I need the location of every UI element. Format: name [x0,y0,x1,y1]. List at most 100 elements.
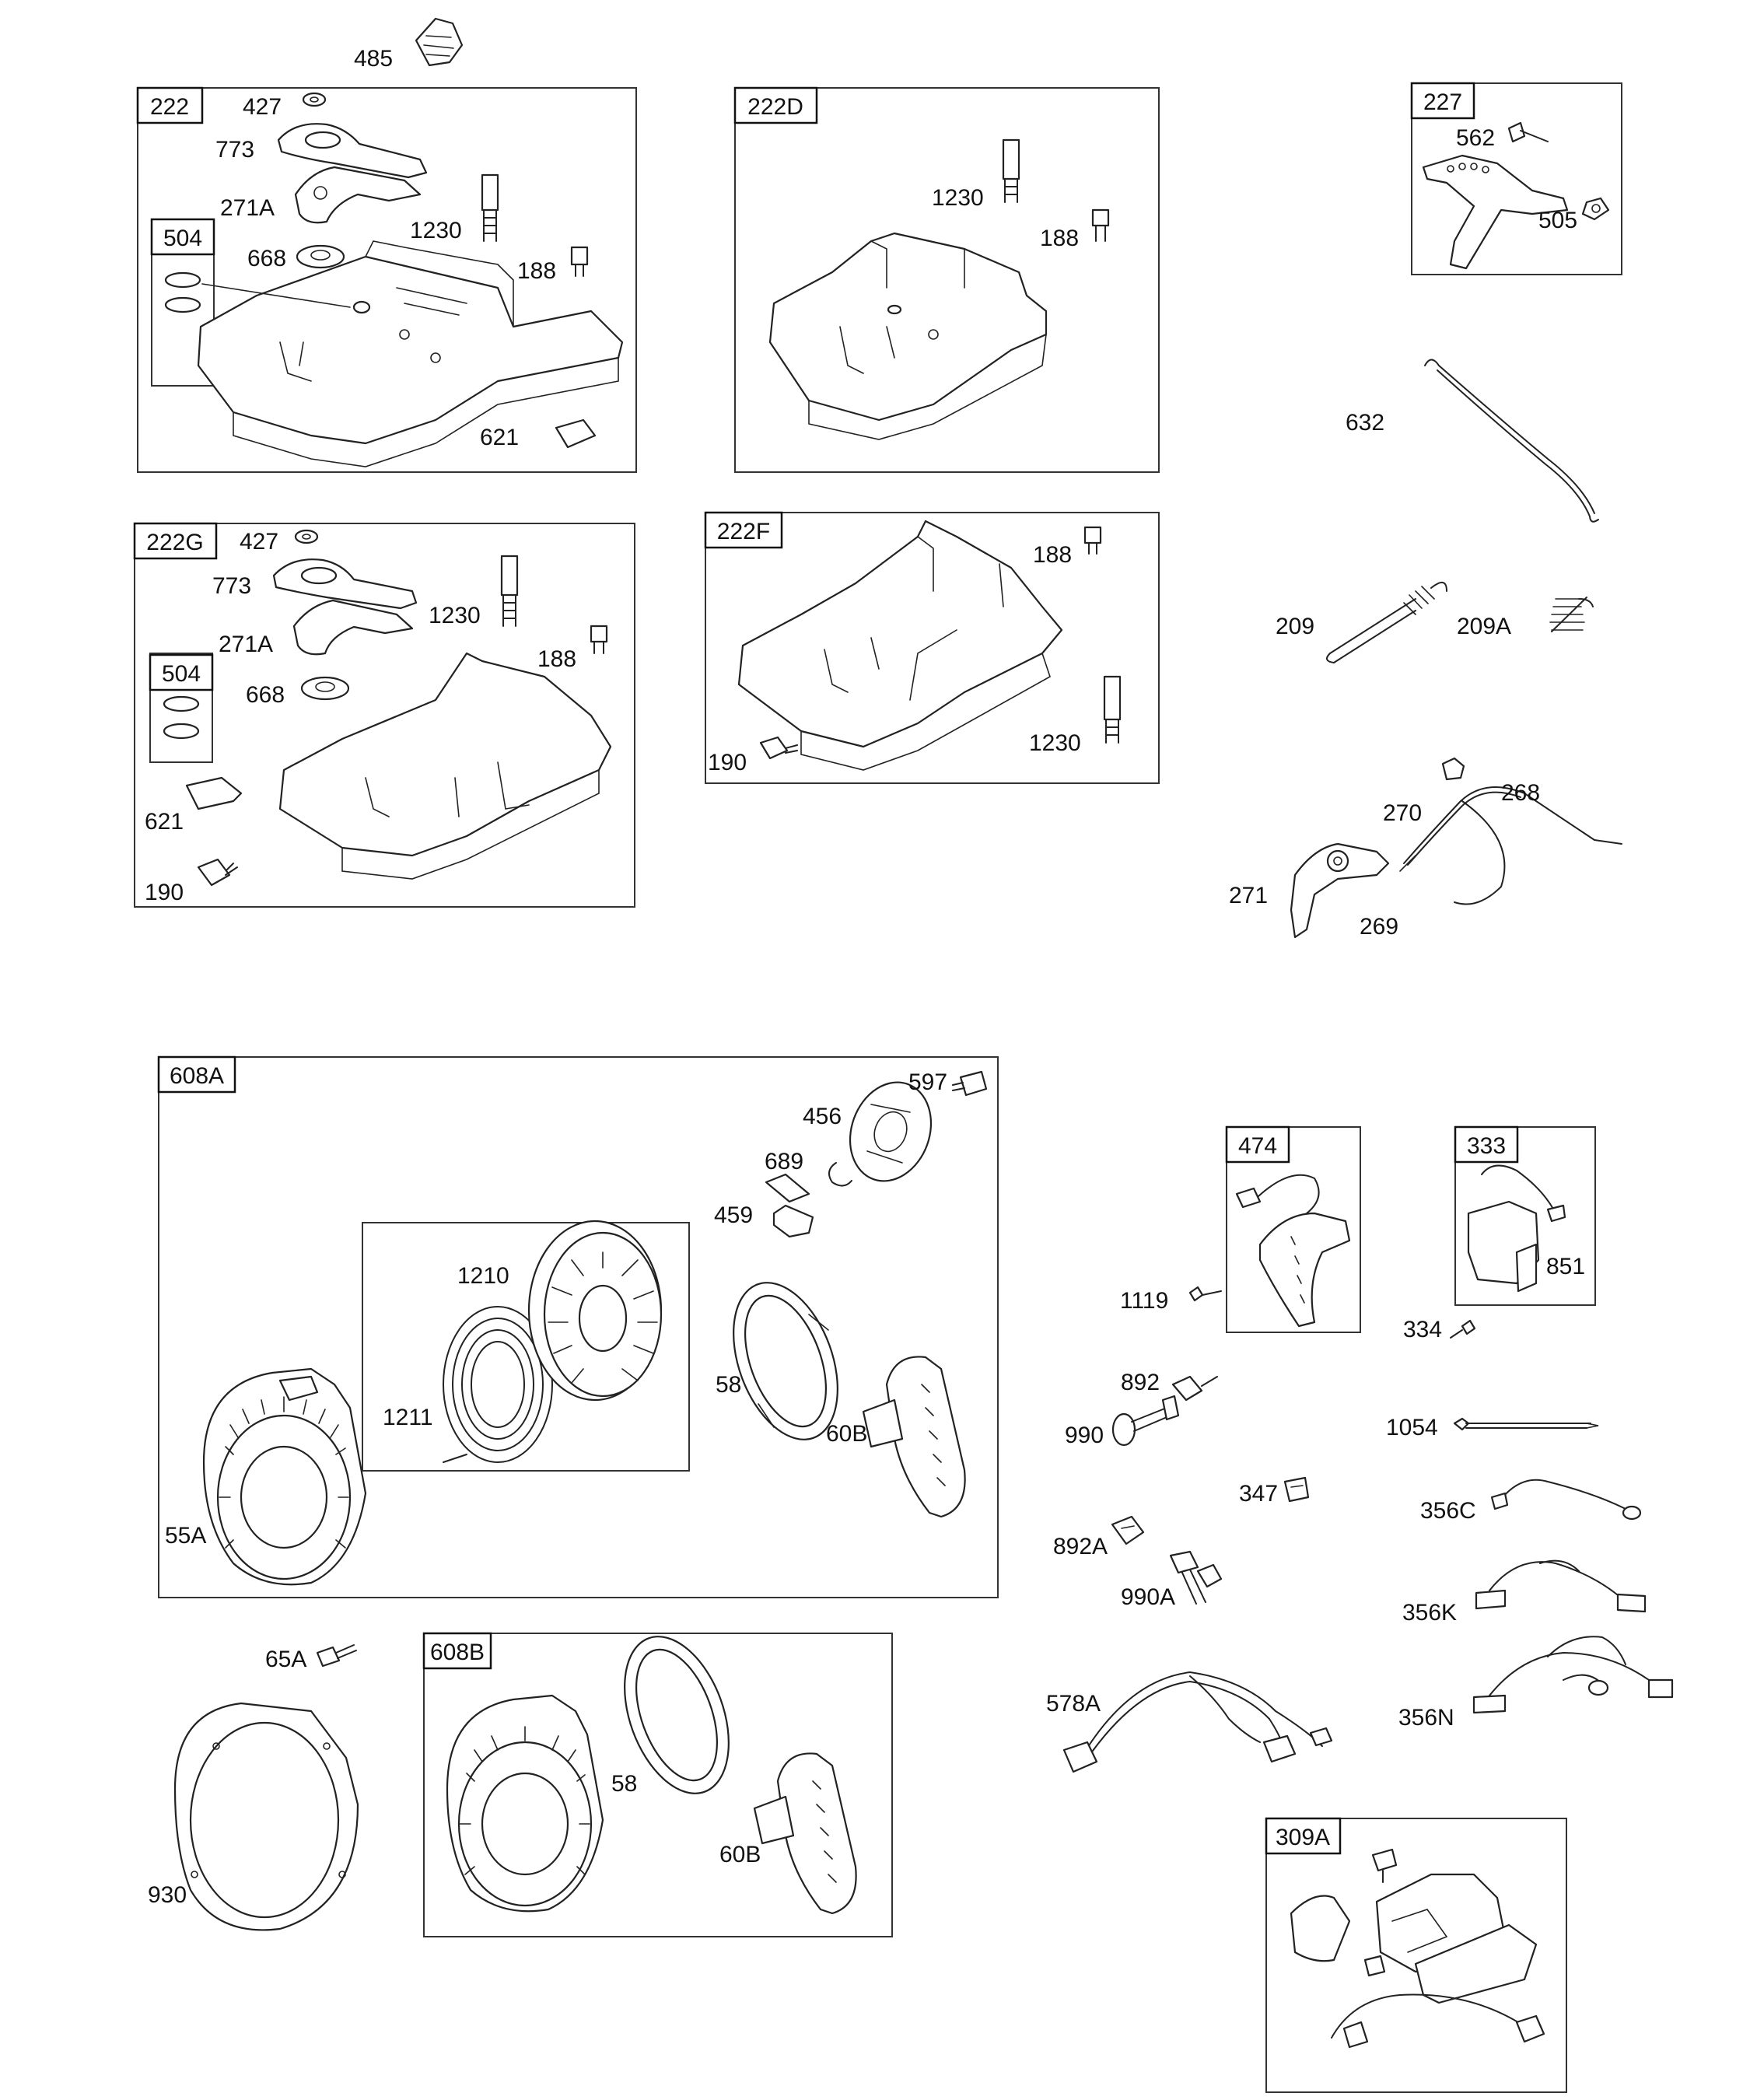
label-427-a: 427 [243,94,282,120]
label-271: 271 [1229,883,1268,908]
tag-333: 333 [1454,1125,1519,1164]
label-268: 268 [1501,780,1540,806]
label-356c: 356C [1420,1498,1476,1524]
tag-227-text: 227 [1423,89,1462,115]
label-269: 269 [1360,914,1398,940]
part-222-control-bracket-illustration [164,92,624,467]
label-1230-c: 1230 [429,603,481,628]
group-frame-starter-pulley [362,1222,690,1472]
part-209-spring-illustration [1326,582,1447,663]
label-347: 347 [1239,1481,1278,1507]
part-309a-starter-motor-illustration [1290,1848,1545,2049]
part-334-screw-illustration [1450,1319,1476,1339]
group-frame-227 [1411,82,1622,275]
label-188-c: 188 [537,646,576,672]
label-597: 597 [908,1069,947,1095]
label-188-b: 188 [1040,226,1079,251]
group-frame-222g [134,523,635,908]
tag-227: 227 [1410,82,1475,120]
tag-504b-text: 504 [162,661,201,687]
label-356n: 356N [1398,1705,1454,1731]
tag-222g: 222G [133,522,218,560]
label-668-b: 668 [246,682,285,708]
part-60b-handle-illustration [862,1356,966,1518]
tag-222d-text: 222D [747,94,803,120]
group-frame-504b [149,653,213,763]
part-578a-wire-harness-illustration [1062,1671,1333,1773]
part-356c-wire-illustration [1490,1479,1642,1521]
label-65a: 65A [265,1647,306,1672]
part-1054-tie-strap-illustration [1453,1417,1599,1431]
part-60b-handle-b-illustration [753,1752,857,1915]
label-190-a: 190 [145,880,184,905]
label-456: 456 [803,1104,842,1129]
label-990: 990 [1065,1423,1104,1448]
tag-608a-text: 608A [170,1063,224,1089]
part-608a-starter-housing-illustration [202,1367,367,1586]
label-632: 632 [1346,410,1384,436]
label-188-d: 188 [1033,542,1072,568]
label-773-b: 773 [212,573,251,599]
label-578a: 578A [1046,1691,1101,1717]
part-597-screw-illustration [952,1070,988,1097]
tag-608b-text: 608B [430,1640,485,1665]
part-271-lever-illustration [1290,842,1390,939]
group-frame-222 [137,87,637,473]
part-227-bracket-illustration [1422,121,1610,270]
part-222f-bracket-illustration [737,520,1122,771]
label-485: 485 [354,46,393,72]
label-55a: 55A [165,1523,206,1549]
part-268-cable-illustration [1399,757,1622,905]
group-frame-474 [1226,1126,1361,1333]
label-209: 209 [1276,614,1314,639]
tag-608b: 608B [422,1632,492,1670]
label-1230-a: 1230 [410,218,462,243]
label-773-a: 773 [215,137,254,163]
label-892a: 892A [1053,1534,1108,1559]
label-188-a: 188 [517,258,556,284]
part-1210-pulley-illustration [527,1220,663,1402]
part-689-spring-clip-illustration [828,1162,852,1187]
part-356k-wire-illustration [1475,1559,1647,1613]
tag-222-text: 222 [150,94,189,120]
group-frame-608a [158,1056,999,1598]
label-58-a: 58 [716,1372,741,1398]
part-474-ignition-armature-illustration [1235,1174,1351,1328]
tag-222g-text: 222G [146,530,203,555]
label-1210: 1210 [457,1263,509,1289]
tag-504a: 504 [150,218,215,256]
label-668-a: 668 [247,246,286,271]
part-65a-screw-illustration [316,1644,357,1668]
part-892a-switch-illustration [1111,1515,1145,1545]
part-58-rope-guide-illustration [733,1282,838,1440]
label-270: 270 [1383,800,1422,826]
part-485-illustration [415,17,464,67]
part-1211-rewind-spring-illustration [443,1306,553,1463]
part-222d-bracket-illustration [768,138,1110,440]
part-459-pawl-illustration [765,1173,814,1238]
label-892: 892 [1121,1370,1160,1395]
label-427-b: 427 [240,529,278,555]
label-271a-a: 271A [220,195,275,221]
label-930: 930 [148,1882,187,1908]
label-356k: 356K [1402,1600,1457,1626]
tag-222f-text: 222F [717,519,770,544]
group-frame-222d [734,87,1160,473]
label-1230-b: 1230 [932,185,984,211]
tag-504a-text: 504 [163,226,202,251]
part-892-switch-illustration [1171,1375,1218,1402]
label-689: 689 [765,1149,803,1174]
part-632-spring-illustration [1424,359,1599,523]
group-frame-222f [705,512,1160,784]
part-930-cover-illustration [173,1702,359,1931]
tag-309a: 309A [1265,1817,1342,1855]
tag-222f: 222F [704,511,783,549]
label-1119: 1119 [1120,1288,1168,1314]
part-990-key-switch-illustration [1111,1395,1180,1447]
tag-333-text: 333 [1467,1133,1506,1159]
label-1054: 1054 [1386,1415,1438,1440]
tag-309a-text: 309A [1276,1825,1330,1850]
part-222g-bracket-illustration [163,529,612,887]
tag-222: 222 [136,86,204,124]
